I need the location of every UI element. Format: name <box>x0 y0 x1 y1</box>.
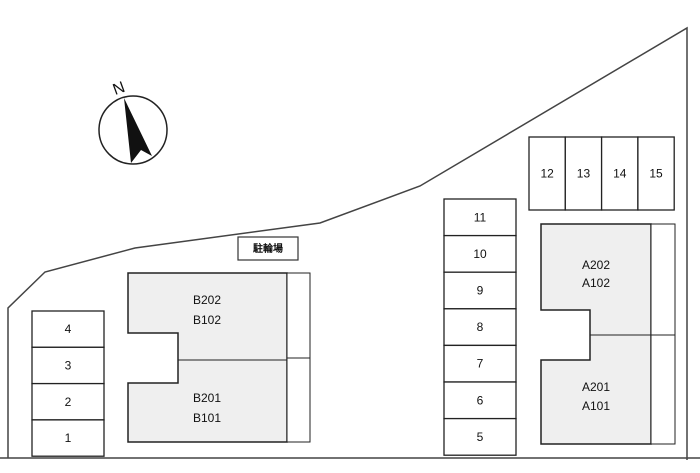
parking-space-number: 4 <box>65 322 72 336</box>
parking-space <box>31 310 105 348</box>
parking-lots-left: 4 3 2 1 <box>31 310 105 457</box>
parking-space-number: 11 <box>474 210 487 224</box>
unit-label-a102: A102 <box>582 276 610 290</box>
parking-space <box>600 136 639 211</box>
parking-space-number: 8 <box>477 320 484 334</box>
unit-label-b201: B201 <box>193 391 221 405</box>
parking-space <box>443 198 517 237</box>
unit-label-a201: A201 <box>582 380 610 394</box>
parking-space-number: 12 <box>540 167 554 181</box>
unit-label-b101: B101 <box>193 411 221 425</box>
unit-label-b202: B202 <box>193 293 221 307</box>
building-b: B202 B102 B201 B101 <box>127 272 311 443</box>
parking-space-number: 6 <box>477 393 484 407</box>
parking-space-number: 10 <box>473 247 487 261</box>
unit-label-a202: A202 <box>582 258 610 272</box>
parking-lots-top: 12 13 14 15 <box>528 136 675 211</box>
parking-space <box>564 136 603 211</box>
parking-space-number: 5 <box>477 430 484 444</box>
unit-label-a101: A101 <box>582 399 610 413</box>
building-a: A202 A102 A201 A101 <box>540 223 676 445</box>
compass-label: N <box>111 79 128 99</box>
parking-space <box>443 344 517 383</box>
parking-space-number: 15 <box>649 167 663 181</box>
site-boundary <box>7 26 688 460</box>
unit-label-b102: B102 <box>193 313 221 327</box>
parking-space-number: 7 <box>477 357 484 371</box>
parking-space-number: 9 <box>477 284 484 298</box>
parking-space-number: 13 <box>577 167 591 181</box>
parking-space <box>528 136 566 211</box>
parking-space-number: 1 <box>65 431 72 445</box>
parking-space <box>443 271 517 310</box>
bicycle-parking-label: 駐輪場 <box>253 242 283 255</box>
parking-space <box>31 382 105 421</box>
parking-space <box>31 419 105 457</box>
parking-space-number: 3 <box>65 358 72 372</box>
bicycle-parking: 駐輪場 <box>237 236 299 261</box>
north-compass-icon: N <box>98 79 168 165</box>
parking-space-number: 2 <box>65 395 72 409</box>
parking-space <box>637 136 675 211</box>
parking-space <box>443 234 517 273</box>
parking-space <box>443 417 517 456</box>
parking-lots-middle: 11 10 9 8 7 6 5 <box>443 198 517 456</box>
parking-space-number: 14 <box>613 167 627 181</box>
